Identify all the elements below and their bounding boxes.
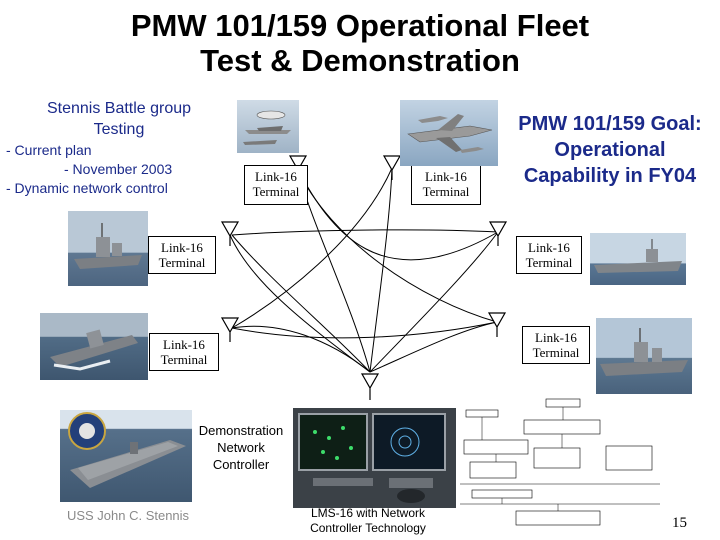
terminal-label-line1: Link-16: [425, 169, 467, 184]
lms16-caption-line1: LMS-16 with Network: [310, 506, 426, 520]
navy-seal-logo: [68, 412, 106, 450]
plan-list: - Current plan - November 2003 - Dynamic…: [6, 141, 236, 198]
ship-icon: [50, 329, 138, 371]
link-line-2: [231, 325, 371, 373]
antenna-icon: [220, 317, 240, 342]
plan-item-dynamic: - Dynamic network control: [6, 180, 168, 196]
terminal-label-line2: Terminal: [252, 184, 300, 199]
plan-item-november: - November 2003: [64, 161, 173, 177]
slide-title-line1: PMW 101/159 Operational Fleet: [130, 8, 590, 43]
destroyer-photo-left: [40, 313, 148, 380]
controller-line3: Controller: [212, 457, 270, 472]
link-line-7: [231, 234, 371, 373]
antenna-icon: [488, 221, 508, 246]
e2-hawkeye-photo: [237, 100, 299, 153]
terminal-label-line1: Link-16: [255, 169, 297, 184]
antenna-icon: [487, 312, 507, 337]
terminal-amphib-right: Link-16 Terminal: [516, 236, 582, 274]
antenna-icon: [382, 155, 402, 180]
monitor-icon: [298, 413, 446, 503]
goal-text: PMW 101/159 Goal: Operational Capability…: [504, 111, 716, 189]
terminal-label-line1: Link-16: [161, 240, 203, 255]
fighter-jets-photo: [400, 100, 498, 166]
cruiser-photo-left: [68, 211, 148, 286]
carrier-caption: USS John C. Stennis: [66, 508, 190, 523]
ship-icon: [70, 440, 186, 488]
controller-label: Demonstration Network Controller: [188, 422, 294, 473]
link-line-5: [369, 231, 499, 373]
link-line-10: [231, 229, 499, 236]
terminal-destroyer-left: Link-16 Terminal: [149, 333, 219, 371]
stennis-heading-line1: Stennis Battle group: [46, 100, 192, 117]
aircraft-icon: [407, 114, 493, 153]
terminal-e2-hawkeye: Link-16 Terminal: [244, 165, 308, 205]
slide-title-line2: Test & Demonstration: [200, 43, 520, 78]
amphib-ship-photo: [590, 233, 686, 285]
lms16-caption-line2: Controller Technology: [310, 521, 426, 535]
lms16-caption: LMS-16 with Network Controller Technolog…: [290, 506, 446, 536]
radio-links: [229, 167, 499, 373]
goal-line1: PMW 101/159 Goal:: [518, 113, 702, 135]
stennis-heading-line2: Testing: [93, 121, 145, 138]
terminal-label-line2: Terminal: [525, 255, 573, 270]
antennas: [220, 155, 508, 400]
link-line-1: [229, 234, 371, 373]
aircraft-icon: [243, 110, 291, 145]
terminal-label-line1: Link-16: [535, 330, 577, 345]
terminal-label-line2: Terminal: [532, 345, 580, 360]
lms16-workstation-photo: [293, 408, 456, 508]
terminal-label-line2: Terminal: [422, 184, 470, 199]
terminal-label-line1: Link-16: [528, 240, 570, 255]
controller-line1: Demonstration: [198, 423, 284, 438]
terminal-label-line1: Link-16: [163, 337, 205, 352]
link-line-6: [369, 321, 498, 373]
terminal-cruiser-right: Link-16 Terminal: [522, 326, 590, 364]
terminal-label-line2: Terminal: [160, 352, 208, 367]
link-line-12: [296, 167, 498, 323]
ship-icon: [74, 223, 142, 269]
antenna-icon: [220, 221, 240, 246]
ship-icon: [600, 328, 688, 376]
cruiser-photo-right: [596, 318, 692, 394]
stennis-heading: Stennis Battle group Testing: [14, 98, 224, 140]
antenna-icon: [360, 373, 380, 400]
link-line-4: [369, 167, 393, 373]
slide-title: PMW 101/159 Operational Fleet Test & Dem…: [0, 8, 720, 78]
link-line-9: [231, 167, 393, 329]
ship-icon: [594, 239, 682, 273]
plan-item-current: - Current plan: [6, 142, 92, 158]
goal-line3: Capability in FY04: [523, 165, 697, 187]
link-line-11: [231, 321, 498, 339]
terminal-label-line2: Terminal: [158, 255, 206, 270]
terminal-cruiser-left: Link-16 Terminal: [148, 236, 216, 274]
goal-line2: Operational: [554, 139, 666, 161]
controller-line2: Network: [217, 440, 265, 455]
page-number: 15: [672, 515, 687, 531]
